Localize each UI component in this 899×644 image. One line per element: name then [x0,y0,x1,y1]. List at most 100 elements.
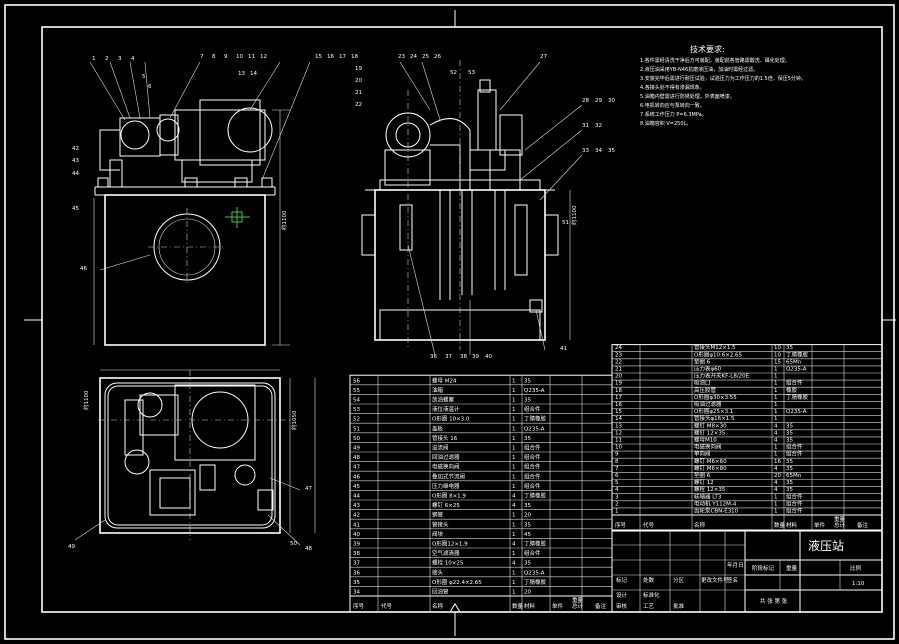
part-balloon: 53 [468,70,475,76]
bom-lower-cell: 52 [353,417,360,423]
bom-lower-cell: 1 [512,446,516,452]
bom-header-weight: 重量 [572,596,584,604]
title-block: 液压站 标记 处数 分区 更改文件号 签名 年月日 设计 标准化 审核 工艺 批… [611,529,883,613]
part-balloon: 32 [595,123,602,129]
part-balloon: 10 [236,54,243,60]
part-balloon: 2 [105,56,109,62]
bom-upper-cell: 9 [615,452,619,458]
part-balloon: 26 [434,54,441,60]
bom-lower-cell: 35 [353,580,360,586]
bom-header-cell: 序号 [615,521,627,529]
dimensions: 约1100 约1100 约1050 约1100 [82,205,578,430]
part-balloon: 6 [148,84,152,90]
part-balloon: 3 [118,56,122,62]
dim-plan-height: 约1050 [290,410,298,430]
bom-lower-cell: 35 [524,398,531,404]
bom-upper-cell: Q235-A [786,409,807,415]
technical-notes: 技术要求: 1.各件需经清洗干净后方可装配，装配前各管路需酸洗、磷化处理。 2.… [640,44,806,127]
bom-lower-cell: 40 [353,532,360,538]
dim-side-height: 约1100 [570,205,578,225]
bom-upper-cell: 7 [615,466,619,472]
bom-lower-cell: 液位液温计 [432,405,460,413]
signature-label: 标准化 [643,591,660,599]
bom-upper-cell: 15 [774,359,781,365]
bom-lower-cell: 1 [512,398,516,404]
bom-upper-cell: 1 [774,388,778,394]
bom-upper-cell: 管接头M12×1.5 [694,343,736,351]
bom-lower-cell: 56 [353,378,360,384]
bom-upper-cell: 丁腈橡胶 [786,393,809,401]
part-balloon: 38 [460,354,467,360]
bom-lower-cell: O形圈12×1.9 [432,540,468,548]
part-balloon: 18 [351,54,358,60]
dim-front-height: 约1100 [280,210,288,230]
plan-view [98,369,316,540]
bom-lower-cell: O形圈 10×3.0 [432,415,470,423]
part-balloon: 45 [72,206,79,212]
part-balloon: 15 [315,54,322,60]
bom-lower-cell: 油箱 [432,386,444,394]
bom-header-cell: 序号 [353,602,365,610]
note-line: 3.安装完毕后需进行耐压试验，试验压力为工作压力的1.5倍，保压5分钟。 [640,75,806,82]
bom-lower-cell: 4 [512,503,516,509]
bom-lower-cell: 1 [512,532,516,538]
bom-upper-cell: O形圈φ10.6×2.65 [694,350,743,358]
note-line: 5.油箱内壁需进行防锈处理，外表面喷漆。 [640,93,735,100]
bom-upper-cell: 吸油口 [694,379,711,387]
scale-label: 比例 [850,564,862,572]
part-balloon: 42 [72,146,79,152]
bom-upper-cell: 19 [615,381,622,387]
bom-upper-cell: O形圈φ30×3.55 [694,393,737,401]
bom-lower-cell: 47 [353,465,360,471]
bom-headers: 序号代号名称数量材料单件总计备注重量序号代号名称数量材料单件总计备注重量 [349,514,883,613]
bom-lower-cell: 1 [512,417,516,423]
bom-upper-cell: 13 [615,423,622,429]
bom-upper-cell: 17 [615,395,622,401]
part-balloon: 8 [212,54,216,60]
part-balloon: 21 [355,90,362,96]
bom-lower-cell: 45 [524,532,531,538]
part-balloon: 19 [355,66,362,72]
bom-lower-cell: 螺钉 6×25 [432,501,460,509]
bom-upper-cell: 螺钉 M8×30 [694,421,727,429]
bom-upper-cell: 24 [615,345,622,351]
part-balloon: 27 [540,54,547,60]
bom-header-cell: 代号 [381,602,393,610]
bom-lower-cell: 叠加式节流阀 [432,472,465,480]
bom-lower-cell: 1 [512,580,516,586]
bom-lower-cell: 电磁换向阀 [432,463,460,471]
bom-lower-cell: 1 [512,407,516,413]
bom-upper-cell: 电动机 Y112M-4 [694,499,737,507]
bom-lower-cell: 1 [512,590,516,596]
bom-upper-cell: 65Mn [786,359,802,365]
bom-upper-cell: 15 [615,409,622,415]
bom-upper-cell: 电磁换向阀 [694,443,722,451]
bom-lower-cell: 1 [512,484,516,490]
bom-upper-cell: 螺钉 12×35 [694,428,726,436]
bom-lower-cell: 空气滤清器 [432,549,460,557]
bom-lower-cell: 1 [512,513,516,519]
part-balloon: 33 [582,148,589,154]
bom-upper-cell: 4 [774,487,778,493]
bom-header-cell: 代号 [643,521,655,529]
bom-lower-cell: 45 [353,484,360,490]
bom-lower-cell: 1 [512,426,516,432]
bom-upper-cell: 20 [774,473,781,479]
bom-upper-cell: 18 [615,388,622,394]
part-balloon: 1 [92,56,96,62]
